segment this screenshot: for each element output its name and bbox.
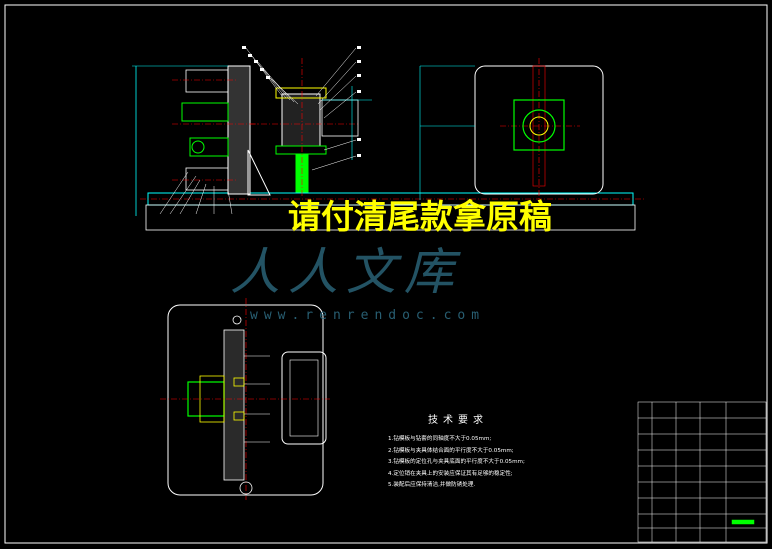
logo-watermark: 人人文库 [230, 243, 462, 301]
side-view [419, 58, 604, 200]
front-view [132, 46, 645, 231]
top-view [160, 298, 330, 500]
technical-note-item: 3.钻模板的定位孔与夹具底面的平行度不大于0.05mm; [388, 459, 525, 466]
technical-note-item: 2.钻模板与夹具体结合面的平行度不大于0.05mm; [388, 447, 514, 454]
technical-note-item: 5.装配后应保持清洁,并做防锈处理. [388, 482, 476, 489]
technical-note-item: 4.定位销在夹具上的安装应保证其有足够的稳定性; [388, 470, 513, 477]
sheet-border [4, 4, 768, 544]
logo-url-watermark: www.renrendoc.com [250, 308, 486, 323]
technical-note-item: 1.钻模板与钻套的同轴度不大于0.05mm; [388, 436, 492, 442]
technical-notes-title: 技术要求 [428, 415, 488, 426]
title-block [637, 401, 767, 543]
technical-notes-list: 1.钻模板与钻套的同轴度不大于0.05mm; 2.钻模板与夹具体结合面的平行度不… [388, 434, 525, 492]
payment-watermark: 请付清尾款拿原稿 [288, 197, 552, 236]
